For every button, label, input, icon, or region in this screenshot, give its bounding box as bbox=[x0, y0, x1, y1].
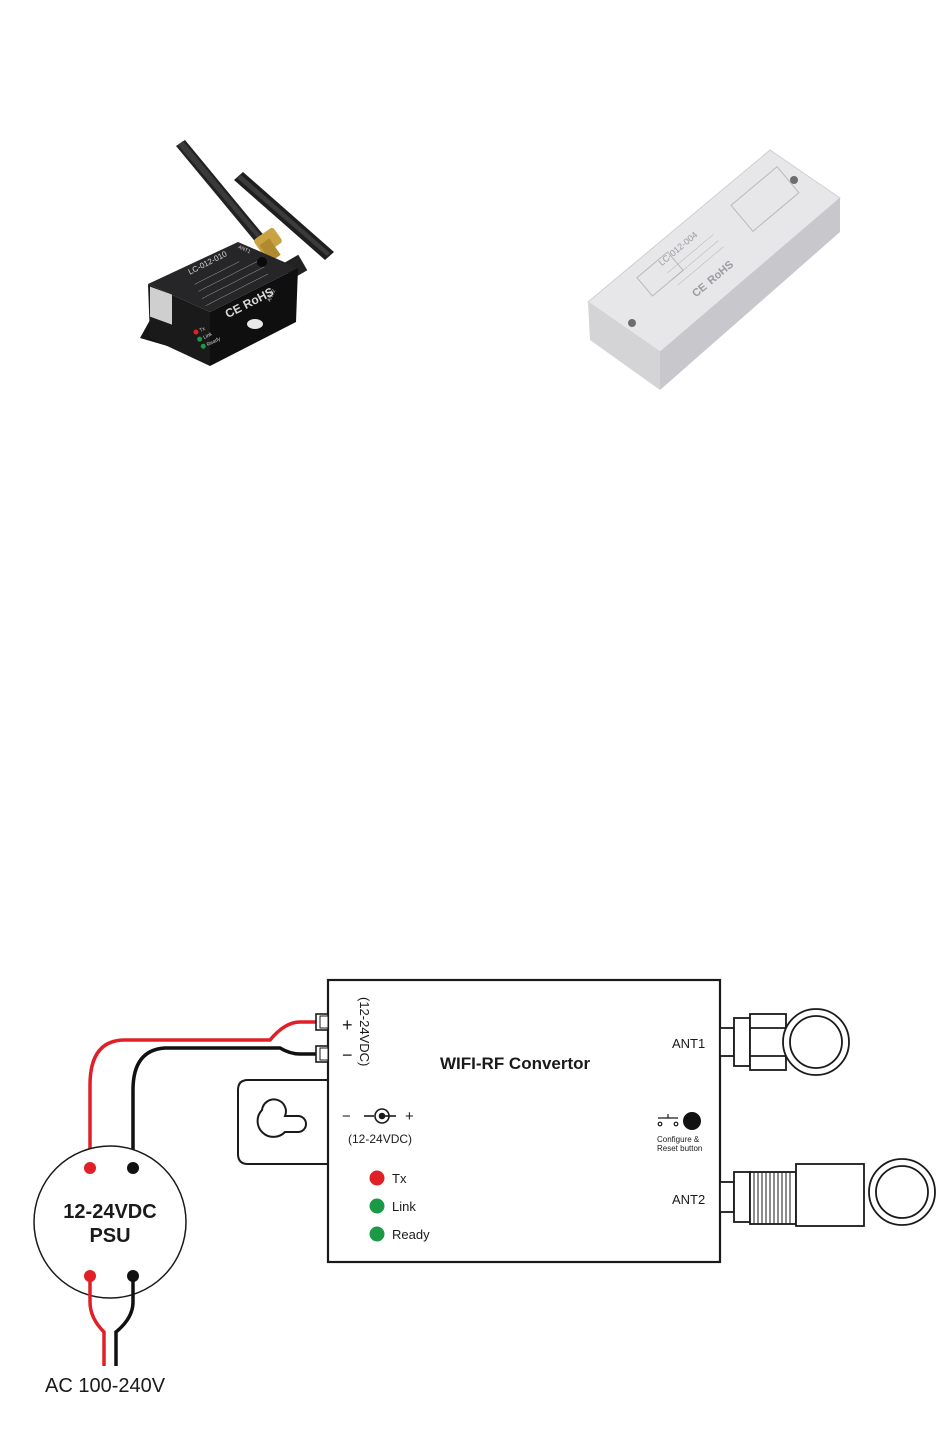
terminal-block-diagram bbox=[316, 1014, 328, 1062]
psu-out-positive bbox=[84, 1162, 96, 1174]
configure-reset-button bbox=[683, 1112, 701, 1130]
ant1-connector bbox=[720, 1009, 849, 1075]
led-ready-label: Ready bbox=[392, 1227, 430, 1242]
ant2-label: ANT2 bbox=[672, 1192, 705, 1207]
receiver-screw-2 bbox=[628, 319, 636, 327]
terminal-voltage-label: (12-24VDC) bbox=[357, 997, 372, 1066]
led-link-label: Link bbox=[392, 1199, 416, 1214]
photo-receiver-device: LC-012-004 ———————————— ———————————— ———… bbox=[588, 150, 840, 390]
photo-wifi-rf-device: LC-012-010 —————————— —————————————— ———… bbox=[140, 140, 334, 366]
button-label-line2: Reset button bbox=[657, 1144, 702, 1153]
jack-minus-label: − bbox=[342, 1108, 351, 1125]
button-label-line1: Configure & bbox=[657, 1135, 700, 1144]
ant2-connector bbox=[720, 1159, 935, 1226]
psu-out-negative bbox=[127, 1162, 139, 1174]
ac-input-label: AC 100-240V bbox=[45, 1375, 166, 1397]
wiring-diagram: (12-24VDC) + − WIFI-RF Convertor − + (12… bbox=[34, 980, 935, 1397]
photo-left-dc-jack bbox=[257, 257, 267, 267]
jack-voltage-label: (12-24VDC) bbox=[348, 1132, 412, 1146]
psu-label-line2: PSU bbox=[89, 1225, 130, 1247]
led-tx bbox=[370, 1171, 385, 1186]
device-title: WIFI-RF Convertor bbox=[440, 1054, 591, 1073]
photo-left-reset-button bbox=[247, 319, 263, 329]
terminal-plus-label: + bbox=[342, 1015, 353, 1035]
led-link bbox=[370, 1199, 385, 1214]
jack-plus-label: + bbox=[405, 1108, 414, 1125]
ant1-label: ANT1 bbox=[672, 1036, 705, 1051]
terminal-minus-label: − bbox=[342, 1045, 353, 1065]
led-ready bbox=[370, 1227, 385, 1242]
psu-label-line1: 12-24VDC bbox=[63, 1201, 156, 1223]
mount-hole bbox=[151, 343, 161, 353]
led-tx-label: Tx bbox=[392, 1171, 407, 1186]
